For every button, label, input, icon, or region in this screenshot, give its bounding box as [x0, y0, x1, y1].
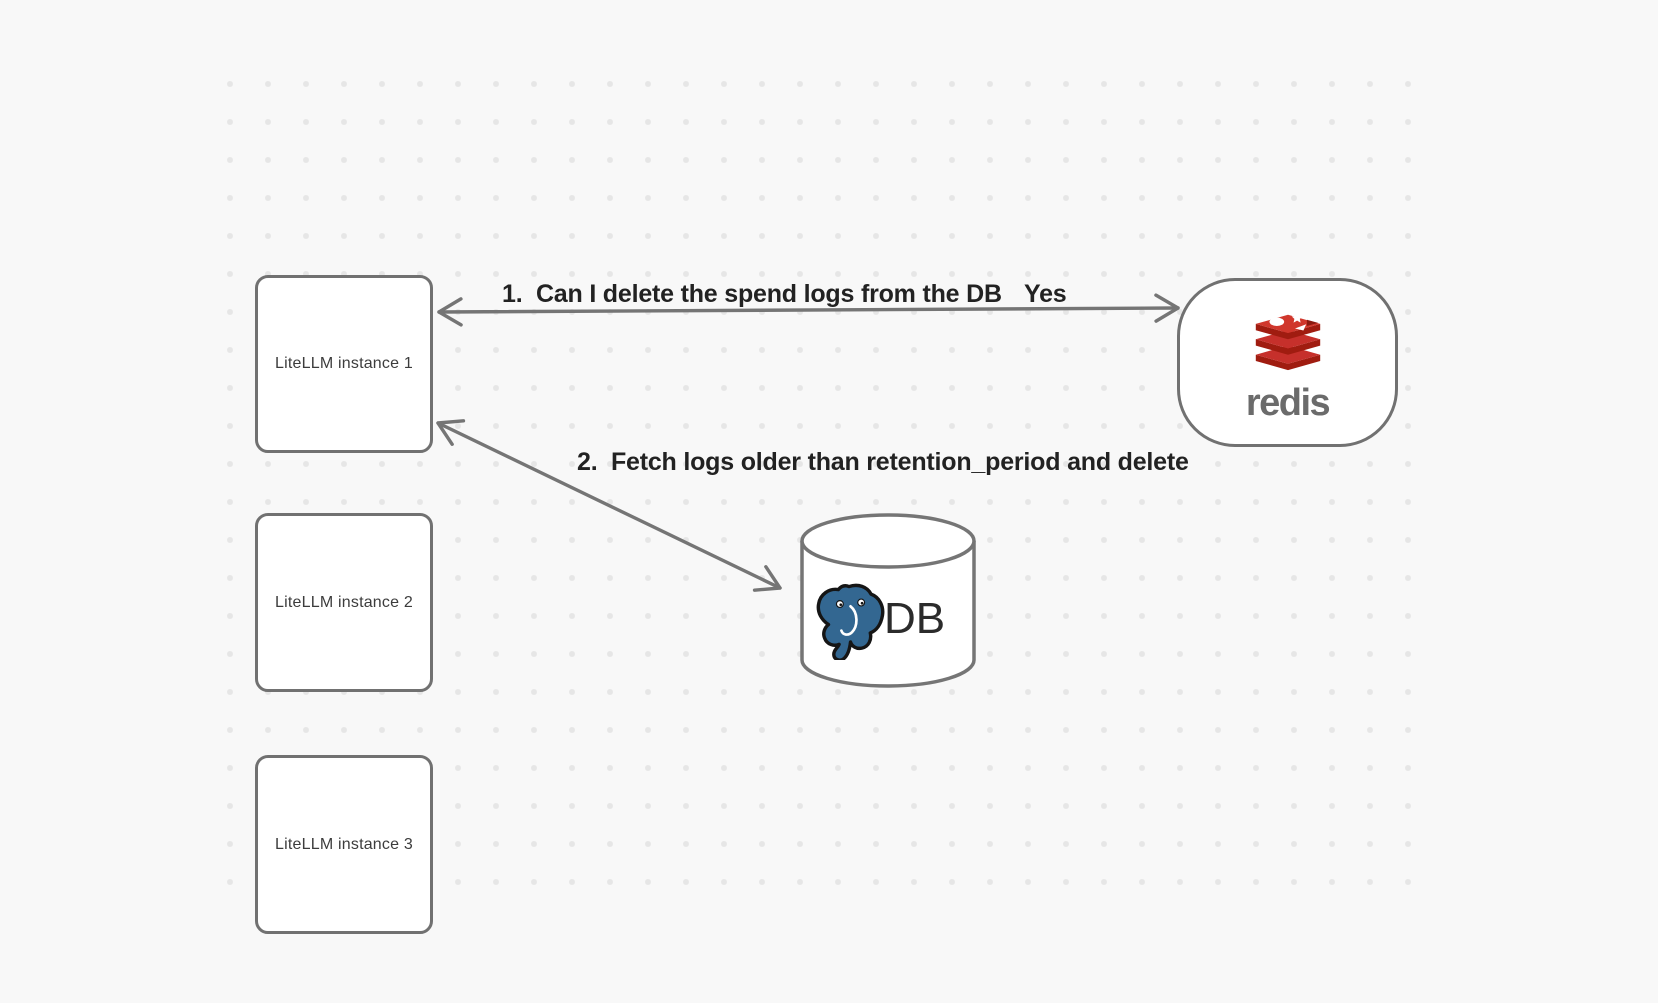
- arrow-1-response-label: Yes: [1024, 280, 1067, 308]
- node-litellm-instance-1[interactable]: LiteLLM instance 1: [255, 275, 433, 453]
- node-litellm-instance-3[interactable]: LiteLLM instance 3: [255, 755, 433, 934]
- node-label: LiteLLM instance 1: [275, 355, 413, 372]
- node-litellm-instance-2[interactable]: LiteLLM instance 2: [255, 513, 433, 692]
- postgresql-elephant-icon: [816, 583, 885, 660]
- node-redis[interactable]: redis: [1177, 278, 1398, 447]
- arrow-1-label: 1. Can I delete the spend logs from the …: [502, 280, 1002, 308]
- arrow-1-redis-litellm[interactable]: [437, 293, 1180, 327]
- arrow-2-label: 2. Fetch logs older than retention_perio…: [577, 448, 1189, 476]
- arrow-2-litellm-db[interactable]: [436, 419, 782, 592]
- redis-logo-icon: [1255, 312, 1320, 370]
- node-label: LiteLLM instance 3: [275, 835, 413, 853]
- db-label: DB: [884, 594, 946, 643]
- redis-wordmark: redis: [1245, 381, 1331, 424]
- node-label: LiteLLM instance 2: [275, 593, 413, 611]
